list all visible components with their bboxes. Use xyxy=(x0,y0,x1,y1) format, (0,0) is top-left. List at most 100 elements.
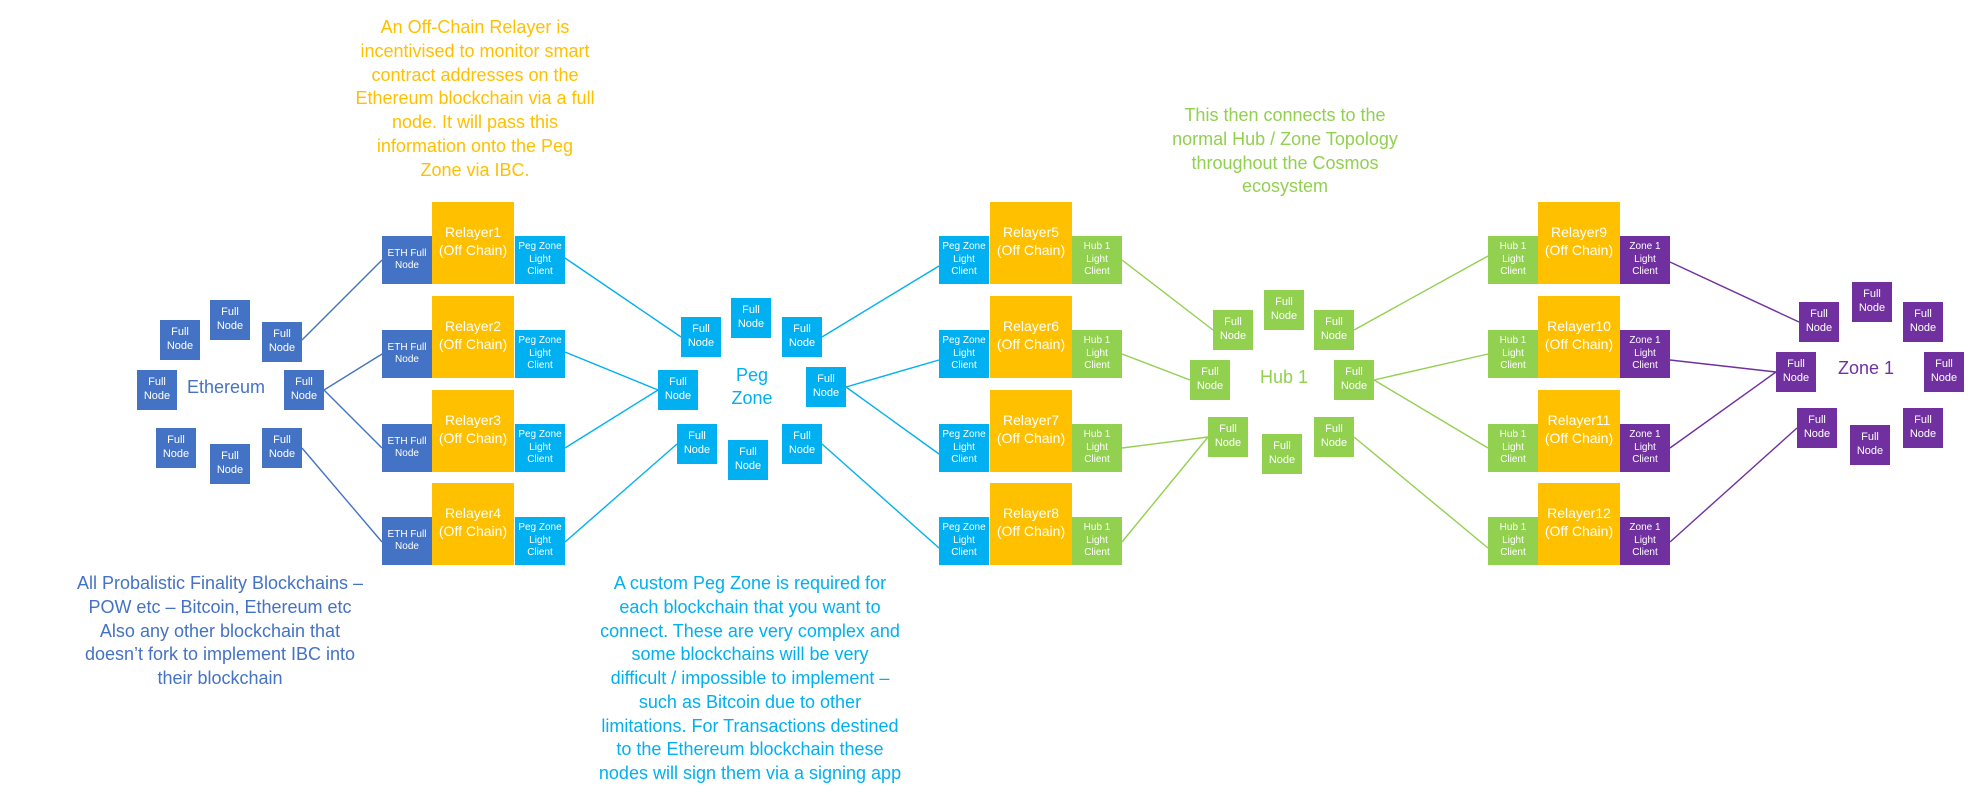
hub1-light-client: Hub 1 Light Client xyxy=(1488,517,1538,565)
relayer-name: Relayer7 xyxy=(1002,412,1060,428)
peg-zone-light-client: Peg Zone Light Client xyxy=(939,330,989,378)
relayer-box: Relayer2(Off Chain) xyxy=(432,296,514,378)
full-node: Full Node xyxy=(1264,290,1304,330)
relayer-off-chain: (Off Chain) xyxy=(438,241,508,258)
zone1-light-client: Zone 1 Light Client xyxy=(1620,517,1670,565)
eth-full-node: ETH Full Node xyxy=(382,424,432,472)
connection-line xyxy=(1669,261,1800,323)
full-node: Full Node xyxy=(1903,302,1943,342)
relayer-name: Relayer10 xyxy=(1547,318,1611,334)
full-node: Full Node xyxy=(1314,310,1354,350)
relayer-box: Relayer7(Off Chain) xyxy=(990,390,1072,472)
full-node: Full Node xyxy=(1903,408,1943,448)
relayer-box: Relayer6(Off Chain) xyxy=(990,296,1072,378)
relayer-off-chain: (Off Chain) xyxy=(438,335,508,352)
relayer-off-chain: (Off Chain) xyxy=(996,335,1066,352)
relayer-off-chain: (Off Chain) xyxy=(1544,335,1614,352)
relayer-box: Relayer12(Off Chain) xyxy=(1538,483,1620,565)
eth-full-node: ETH Full Node xyxy=(382,236,432,284)
relayer-name: Relayer6 xyxy=(1002,318,1060,334)
connection-line xyxy=(1353,436,1489,549)
peg-zone-light-client: Peg Zone Light Client xyxy=(939,424,989,472)
hub1-light-client: Hub 1 Light Client xyxy=(1072,330,1122,378)
hub1-light-client: Hub 1 Light Client xyxy=(1072,517,1122,565)
connection-line xyxy=(323,389,383,449)
peg-zone-light-client: Peg Zone Light Client xyxy=(515,517,565,565)
ethereum-label: Ethereum xyxy=(187,377,266,397)
connection-line xyxy=(1669,427,1798,543)
connection-line xyxy=(301,259,383,341)
hub1-light-client: Hub 1 Light Client xyxy=(1072,236,1122,284)
full-node: Full Node xyxy=(137,370,177,410)
connection-line xyxy=(1121,436,1209,543)
relayer-off-chain: (Off Chain) xyxy=(1544,522,1614,539)
connection-line xyxy=(1373,379,1489,449)
hub1-light-client: Hub 1 Light Client xyxy=(1488,424,1538,472)
connection-line xyxy=(845,359,940,388)
connection-line xyxy=(564,389,659,449)
full-node: Full Node xyxy=(210,444,250,484)
relayer-name: Relayer8 xyxy=(1002,505,1060,521)
relayer-name: Relayer1 xyxy=(444,224,502,240)
hub-1-label: Hub 1 xyxy=(1260,367,1309,387)
full-node: Full Node xyxy=(677,424,717,464)
peg-zone-annotation: A custom Peg Zone is required for each b… xyxy=(598,573,902,783)
full-node: Full Node xyxy=(1334,360,1374,400)
zone1-light-client: Zone 1 Light Client xyxy=(1620,330,1670,378)
full-node: Full Node xyxy=(1262,434,1302,474)
relayer-off-chain: (Off Chain) xyxy=(996,429,1066,446)
relayer-name: Relayer12 xyxy=(1547,505,1611,521)
connection-line xyxy=(1669,359,1777,373)
peg-zone-light-client: Peg Zone Light Client xyxy=(515,330,565,378)
full-node: Full Node xyxy=(262,322,302,362)
connection-line xyxy=(564,443,678,543)
full-node: Full Node xyxy=(1314,417,1354,457)
hub1-light-client: Hub 1 Light Client xyxy=(1488,236,1538,284)
zone1-light-client: Zone 1 Light Client xyxy=(1620,236,1670,284)
full-node: Full Node xyxy=(782,317,822,357)
relayer-off-chain: (Off Chain) xyxy=(1544,241,1614,258)
relayer-box: Relayer3(Off Chain) xyxy=(432,390,514,472)
relayer-name: Relayer5 xyxy=(1002,224,1060,240)
relayer-name: Relayer2 xyxy=(444,318,502,334)
eth-full-node: ETH Full Node xyxy=(382,330,432,378)
relayer-box: Relayer10(Off Chain) xyxy=(1538,296,1620,378)
ethereum-annotation: All Probalistic Finality Blockchains – P… xyxy=(76,573,364,688)
full-node: Full Node xyxy=(1213,310,1253,350)
relayer-box: Relayer5(Off Chain) xyxy=(990,202,1072,284)
relayer-box: Relayer8(Off Chain) xyxy=(990,483,1072,565)
relayer-box: Relayer4(Off Chain) xyxy=(432,483,514,565)
relayer-off-chain: (Off Chain) xyxy=(996,522,1066,539)
full-node: Full Node xyxy=(1852,282,1892,322)
relayer-name: Relayer4 xyxy=(444,505,502,521)
full-node: Full Node xyxy=(1850,425,1890,465)
full-node: Full Node xyxy=(1208,417,1248,457)
peg-zone-light-client: Peg Zone Light Client xyxy=(515,424,565,472)
zone1-light-client: Zone 1 Light Client xyxy=(1620,424,1670,472)
hub1-light-client: Hub 1 Light Client xyxy=(1488,330,1538,378)
connection-line xyxy=(845,386,940,455)
full-node: Full Node xyxy=(1924,352,1964,392)
connection-line xyxy=(323,353,383,391)
full-node: Full Node xyxy=(806,367,846,407)
peg-zone-label: Peg Zone xyxy=(731,365,773,408)
peg-zone-light-client: Peg Zone Light Client xyxy=(939,517,989,565)
connection-line xyxy=(821,265,940,338)
connection-line xyxy=(301,447,383,543)
full-node: Full Node xyxy=(156,428,196,468)
relayer-box: Relayer11(Off Chain) xyxy=(1538,390,1620,472)
full-node: Full Node xyxy=(782,424,822,464)
full-node: Full Node xyxy=(160,320,200,360)
full-node: Full Node xyxy=(681,317,721,357)
connection-line xyxy=(821,443,940,549)
relayer-off-chain: (Off Chain) xyxy=(438,429,508,446)
full-node: Full Node xyxy=(1776,352,1816,392)
connection-line xyxy=(1121,259,1214,331)
connection-line xyxy=(1121,436,1209,449)
connection-line xyxy=(564,257,682,338)
relayer-name: Relayer11 xyxy=(1547,412,1611,428)
relayer-name: Relayer9 xyxy=(1550,224,1608,240)
connection-line xyxy=(1121,353,1191,381)
full-node: Full Node xyxy=(731,298,771,338)
